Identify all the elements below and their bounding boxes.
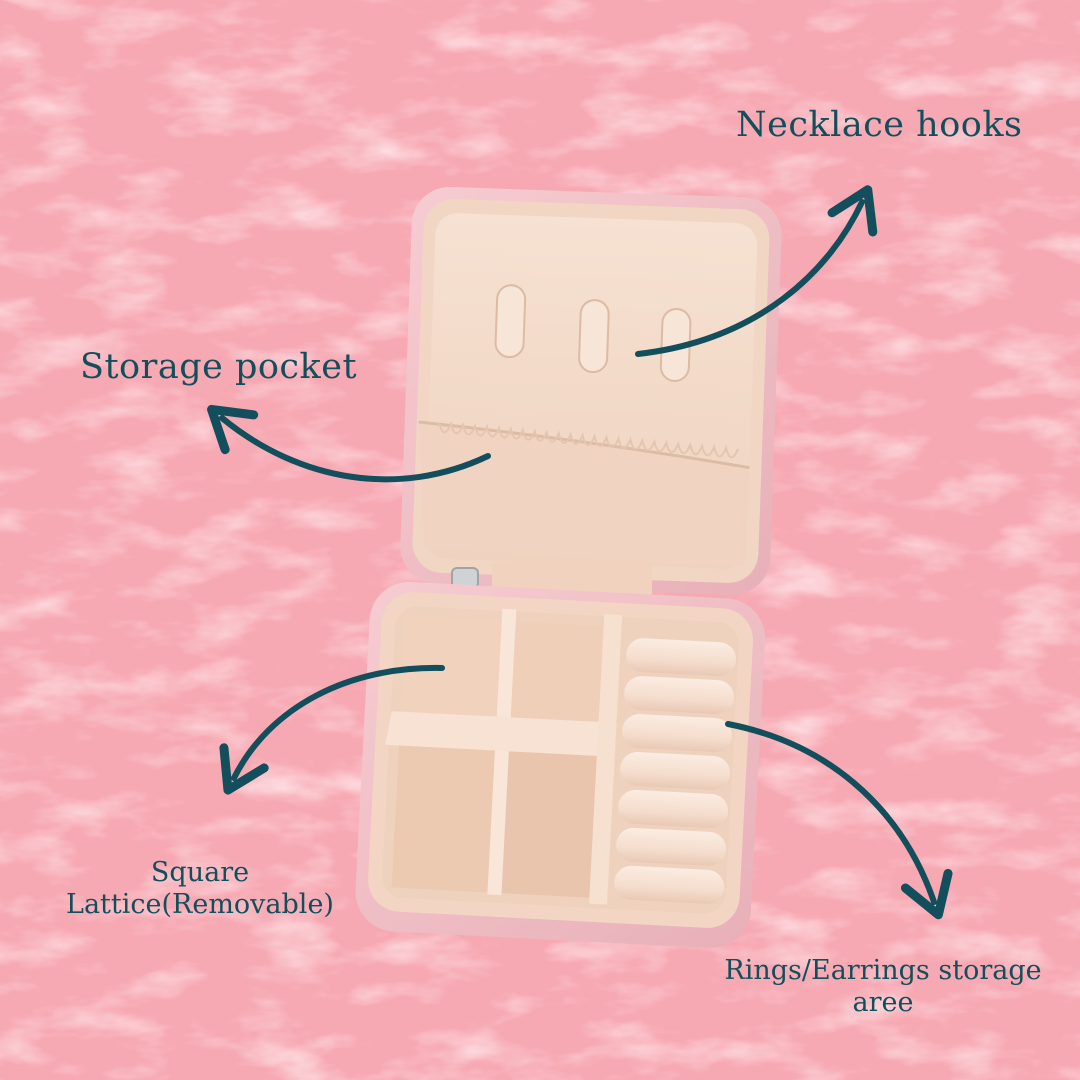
lattice-compartment — [391, 741, 496, 893]
lattice-compartment — [497, 747, 599, 898]
lattice-compartment — [508, 621, 606, 727]
square-lattice-label: Square Lattice(Removable) — [40, 857, 360, 922]
ring-rolls — [614, 638, 737, 904]
ring-roll — [620, 752, 731, 791]
rings-earrings-label: Rings/Earrings storage aree — [688, 955, 1078, 1020]
arrow-square-lattice — [219, 664, 445, 795]
necklace-hook — [578, 299, 610, 374]
lattice-compartment — [400, 615, 504, 721]
ring-roll — [622, 714, 733, 753]
ring-roll — [614, 865, 725, 904]
arrow-rings-earrings — [725, 721, 953, 920]
storage-pocket-label: Storage pocket — [80, 347, 358, 387]
necklace-hook — [494, 284, 527, 359]
square-lattice — [385, 608, 623, 905]
rings-earrings-label-line2: aree — [852, 987, 914, 1019]
ring-roll — [616, 827, 727, 866]
case-base — [355, 581, 766, 949]
rings-earrings-label-line1: Rings/Earrings storage — [724, 955, 1042, 986]
ring-roll — [624, 676, 735, 715]
necklace-hooks-label: Necklace hooks — [736, 105, 1023, 145]
ring-roll — [618, 789, 729, 828]
square-lattice-label-line1: Square — [150, 857, 250, 888]
ring-roll — [626, 638, 737, 677]
arrow-storage-pocket — [207, 404, 491, 483]
storage-pocket — [418, 420, 750, 566]
square-lattice-label-line2: Lattice(Removable) — [66, 889, 334, 921]
arrow-necklace-hooks — [635, 185, 878, 357]
case-lid — [400, 187, 782, 596]
